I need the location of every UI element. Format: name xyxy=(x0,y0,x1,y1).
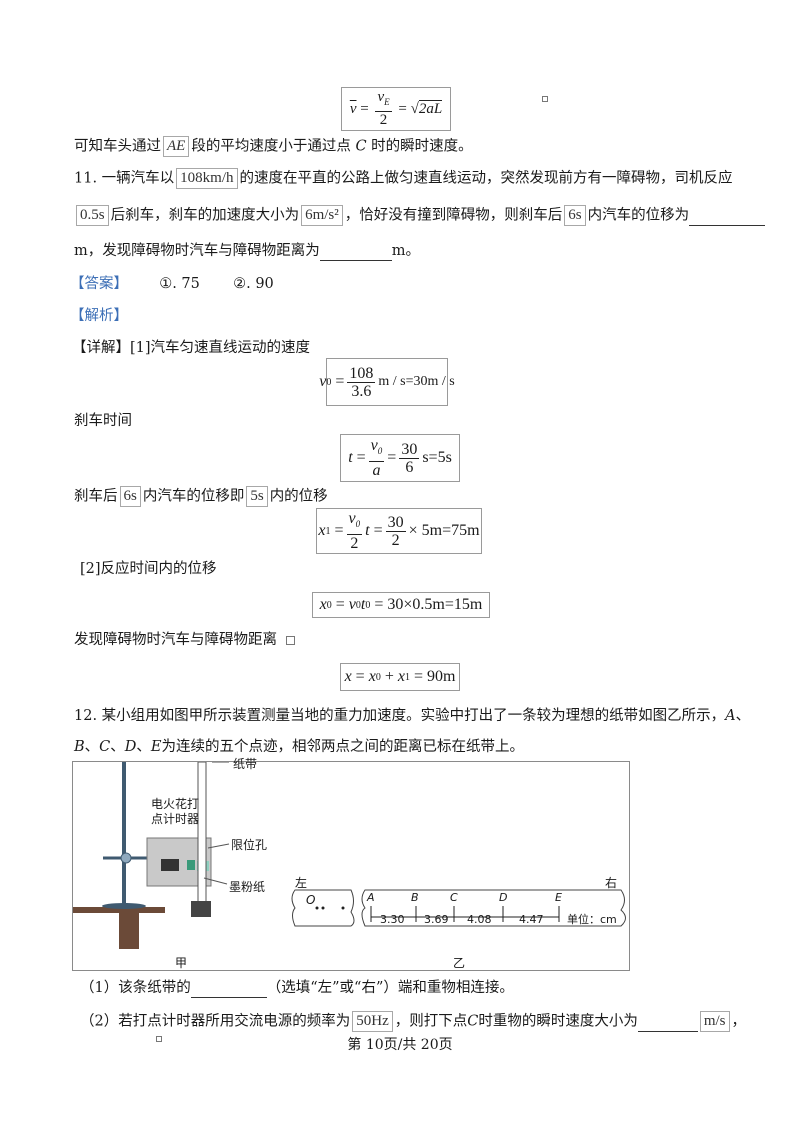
page-footer: 第 10页/共 20页 xyxy=(347,1037,453,1053)
label-point-B: B xyxy=(411,891,419,904)
tape-points xyxy=(370,906,560,922)
distance-AB: 3.30 xyxy=(380,913,405,926)
answer-blank-3[interactable] xyxy=(190,983,267,998)
answer-blank-4[interactable] xyxy=(637,1017,698,1032)
label-left: 左 xyxy=(295,876,308,890)
analysis-label: 【解析】 xyxy=(70,308,128,324)
label-hole: 限位孔 xyxy=(231,838,268,852)
label-tape: 纸带 xyxy=(233,757,258,771)
q12-line-1: 12. 某小组用如图甲所示装置测量当地的重力加速度。实验中打出了一条较为理想的纸… xyxy=(74,708,751,724)
marker-box xyxy=(542,96,548,102)
marker-box-3 xyxy=(156,1036,162,1042)
q12-sub-1: （1）该条纸带的（选填“左”或“右”）端和重物相连接。 xyxy=(80,980,514,998)
caption-jia: 甲 xyxy=(175,956,188,970)
label-point-A: A xyxy=(367,891,375,904)
detail-line-1: 【详解】[1]汽车匀速直线运动的速度 xyxy=(72,340,311,356)
distance-DE: 4.47 xyxy=(519,913,544,926)
label-point-C: C xyxy=(450,891,458,904)
label-right: 右 xyxy=(605,876,618,890)
label-point-E: E xyxy=(555,891,562,904)
detail-line-2: 刹车时间 xyxy=(74,413,132,429)
label-timer: 电火花打 点计时器 xyxy=(151,797,200,826)
distance-CD: 4.08 xyxy=(467,913,492,926)
q12-line-2: B、C、D、E为连续的五个点迹，相邻两点之间的距离已标在纸带上。 xyxy=(74,739,524,755)
label-paper: 墨粉纸 xyxy=(229,880,266,894)
marker-box-2 xyxy=(286,636,295,645)
detail-line-4: [2]反应时间内的位移 xyxy=(80,561,217,577)
answer-line: 【答案】 ①. 75 ②. 90 xyxy=(70,276,274,292)
distance-BC: 3.69 xyxy=(424,913,449,926)
label-point-D: D xyxy=(499,891,508,904)
detail-line-5: 发现障碍物时汽车与障碍物距离 xyxy=(74,632,277,648)
unit-label: 单位：cm xyxy=(567,913,617,926)
diagram-svg xyxy=(73,762,626,949)
answer-blank-2[interactable] xyxy=(319,246,392,261)
answer-blank-1[interactable] xyxy=(689,211,766,226)
label-point-O: O xyxy=(306,893,316,907)
caption-yi: 乙 xyxy=(453,956,466,970)
experiment-diagram: 电火花打 点计时器 纸带 限位孔 墨粉纸 左 右 O A B C D E 3.3… xyxy=(72,757,630,971)
